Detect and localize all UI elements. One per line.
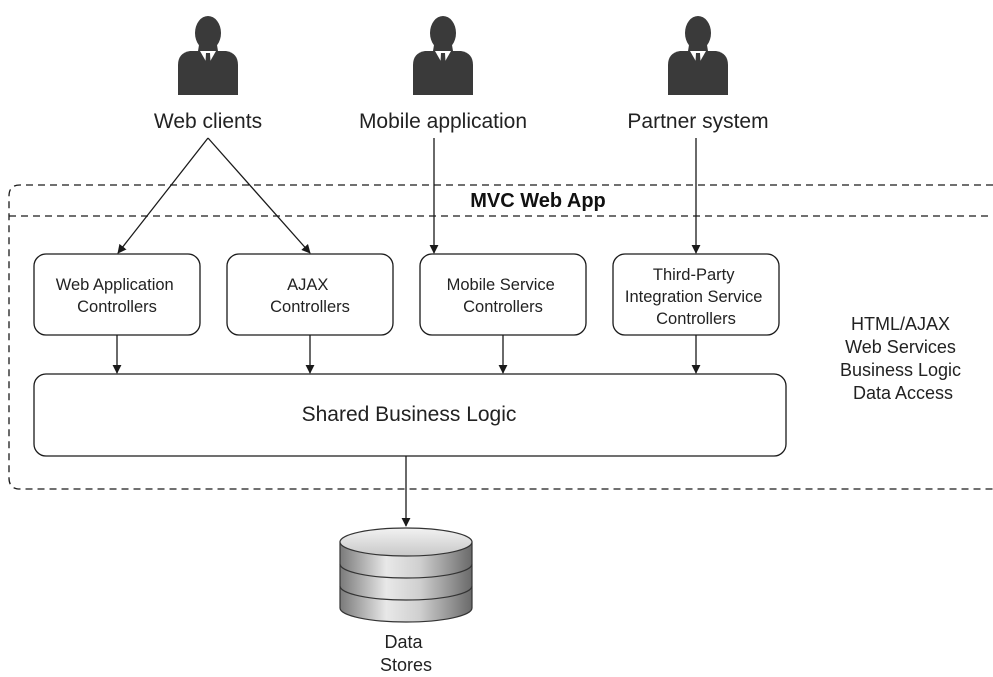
controller-ajax: AJAX Controllers (226, 253, 394, 336)
datastore-label: Data Stores (380, 632, 432, 675)
person-icon (178, 16, 238, 95)
arrow-web-to-webapp (117, 137, 209, 254)
controller-label: Web Application Controllers (56, 276, 179, 316)
controller-label: AJAX Controllers (270, 276, 350, 316)
app-title: MVC Web App (470, 190, 606, 212)
actor-label: Mobile application (359, 110, 527, 133)
controller-box (419, 253, 587, 336)
controller-box (33, 253, 201, 336)
shared-label: Shared Business Logic (302, 403, 517, 426)
actor-label: Web clients (154, 110, 262, 133)
shared-box (33, 373, 787, 457)
layers-list: HTML/AJAX Web Services Business Logic Da… (840, 314, 966, 403)
actor-partner-system: Partner system (627, 16, 769, 133)
controller-mobile-service: Mobile Service Controllers (419, 253, 587, 336)
person-icon (668, 16, 728, 95)
database-icon (339, 527, 473, 623)
actor-label: Partner system (627, 110, 768, 133)
actor-mobile-application: Mobile application (359, 16, 527, 133)
arrow-web-to-ajax (207, 137, 311, 254)
controller-third-party-integration: Third-Party Integration Service Controll… (612, 253, 780, 336)
actor-web-clients: Web clients (154, 16, 262, 133)
shared-business-logic: Shared Business Logic (33, 373, 787, 457)
controller-label: Third-Party Integration Service Controll… (625, 266, 767, 328)
controller-web-application: Web Application Controllers (33, 253, 201, 336)
controller-box (226, 253, 394, 336)
app-boundary (8, 184, 993, 490)
person-icon (413, 16, 473, 95)
controller-label: Mobile Service Controllers (447, 276, 560, 316)
